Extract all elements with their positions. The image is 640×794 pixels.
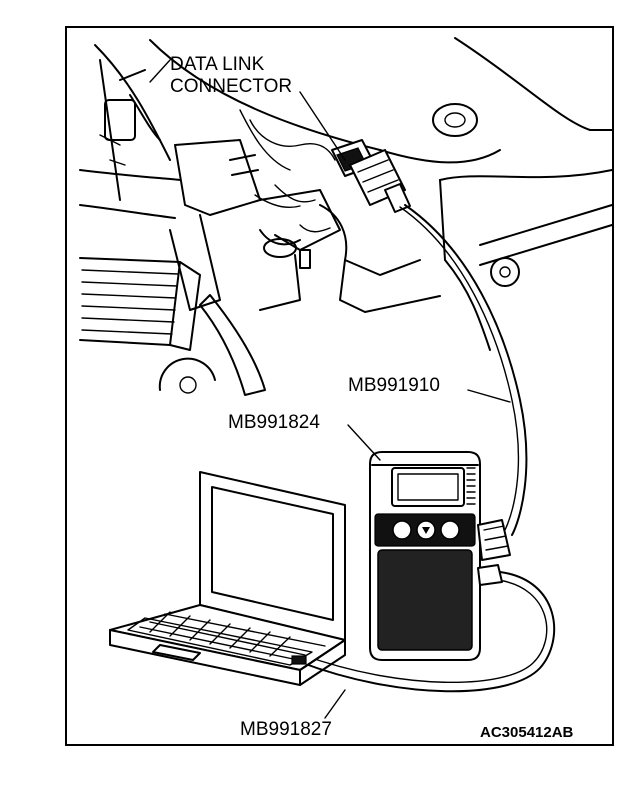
scan-tool-button-right (440, 520, 460, 540)
label-connector: CONNECTOR (170, 76, 292, 97)
label-data-link: DATA LINK (170, 54, 265, 75)
mb991910-connector-head (349, 149, 411, 213)
scan-tool-button-left (392, 520, 412, 540)
label-mb991827: MB991827 (240, 719, 332, 740)
laptop-computer (109, 471, 346, 686)
label-mb991910: MB991910 (348, 375, 440, 396)
vehicle-interior-illustration (79, 37, 613, 396)
mb991910-leader (467, 389, 511, 403)
mb991827-leader (324, 689, 346, 719)
figure-code: AC305412AB (480, 724, 574, 741)
mb991824-leader (347, 424, 381, 461)
mb991827-cable (299, 571, 556, 693)
dlc-leader-right (299, 91, 346, 161)
mb991910-cable (404, 204, 528, 536)
scan-tool-device (369, 451, 511, 661)
label-mb991824: MB991824 (228, 412, 320, 433)
mb991910-cable-inner (399, 206, 520, 531)
floor-mat (79, 257, 201, 351)
mb991827-cable-inner (302, 579, 548, 683)
dlc-leader-left (149, 59, 171, 83)
